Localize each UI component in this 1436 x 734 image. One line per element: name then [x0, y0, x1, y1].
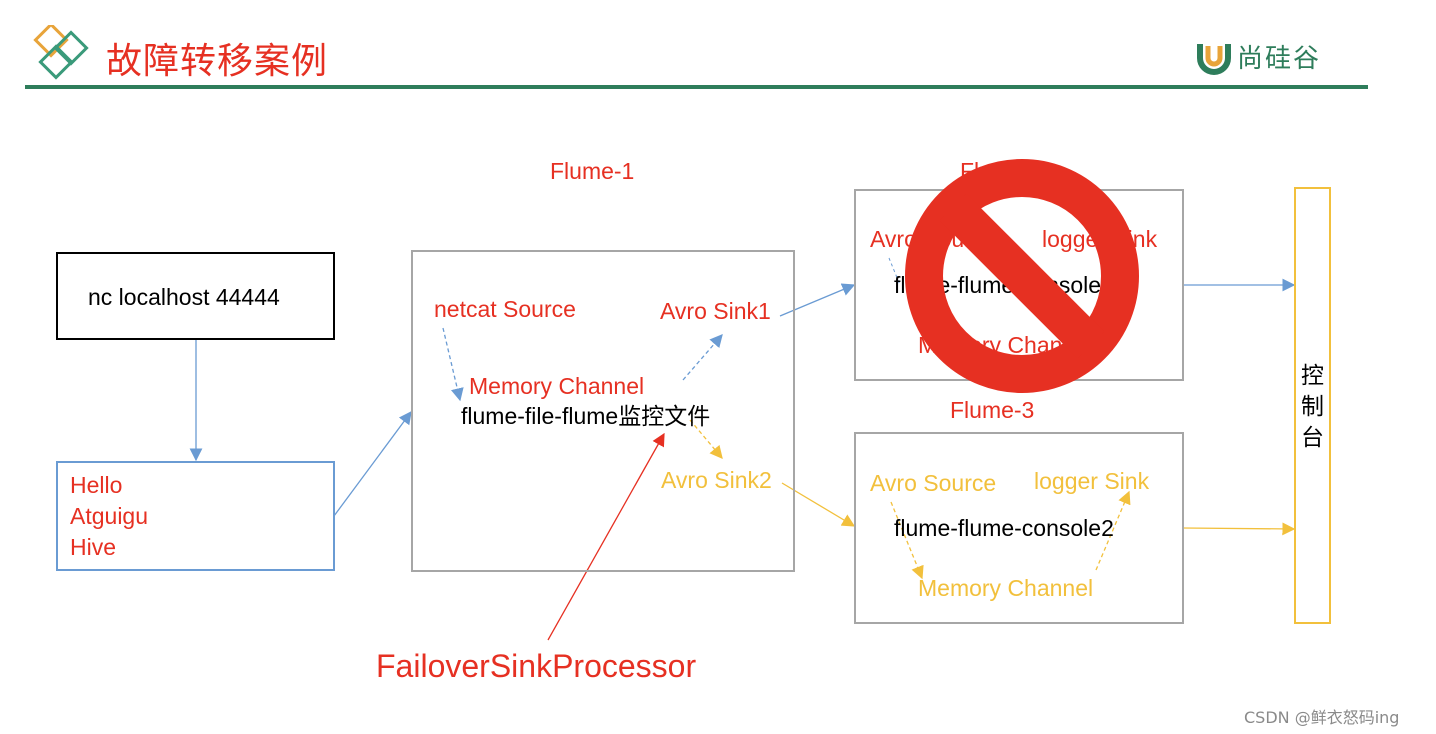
flume1-title: Flume-1	[550, 158, 635, 184]
data-line: Hive	[70, 534, 117, 560]
nc-command-box: nc localhost 44444	[56, 252, 335, 340]
arrow-channel-to-sink1	[682, 334, 723, 381]
arrow-flume3-to-console	[1182, 522, 1296, 536]
nc-command-label: nc localhost 44444	[88, 284, 280, 310]
arrow-data-to-flume1	[333, 410, 412, 517]
flume1-channel: Memory Channel	[469, 373, 645, 399]
arrow-source-to-channel	[442, 327, 464, 402]
flume3-sink: logger Sink	[1034, 468, 1150, 494]
flume3-source: Avro Source	[870, 470, 997, 496]
arrow-channel-to-sink2	[689, 419, 723, 459]
arrow-sink1-to-flume2	[779, 283, 856, 317]
console-box: 控制台	[1294, 187, 1331, 624]
flume1-source: netcat Source	[434, 296, 576, 322]
flume3-title: Flume-3	[950, 397, 1035, 423]
flume3-name: flume-flume-console2	[894, 515, 1114, 541]
header-divider	[25, 85, 1368, 89]
flume3-agent-box	[854, 432, 1184, 624]
flume1-sink1: Avro Sink1	[660, 298, 771, 324]
arrow-processor-to-flume1	[547, 432, 665, 641]
arrow-f2-source-to-channel	[888, 257, 901, 286]
flume3-channel: Memory Channel	[918, 575, 1094, 601]
flume1-agent-box	[411, 250, 795, 572]
page-title: 故障转移案例	[106, 41, 329, 82]
header-logo-icon	[33, 25, 89, 80]
input-data-box: Hello Atguigu Hive	[56, 461, 335, 571]
flume1-name: flume-file-flume监控文件	[461, 403, 711, 429]
data-line: Atguigu	[70, 503, 149, 529]
flume1-sink2: Avro Sink2	[661, 467, 772, 493]
failover-processor-label: FailoverSinkProcessor	[376, 648, 697, 684]
prohibited-icon	[905, 159, 1139, 393]
brand-logo-icon	[1197, 44, 1231, 75]
console-label: 控制台	[1301, 363, 1324, 451]
watermark: CSDN @鲜衣怒码ing	[1244, 708, 1400, 727]
arrow-f3-channel-to-sink	[1095, 490, 1131, 571]
brand-name: 尚硅谷	[1237, 44, 1322, 74]
data-line: Hello	[70, 472, 123, 498]
